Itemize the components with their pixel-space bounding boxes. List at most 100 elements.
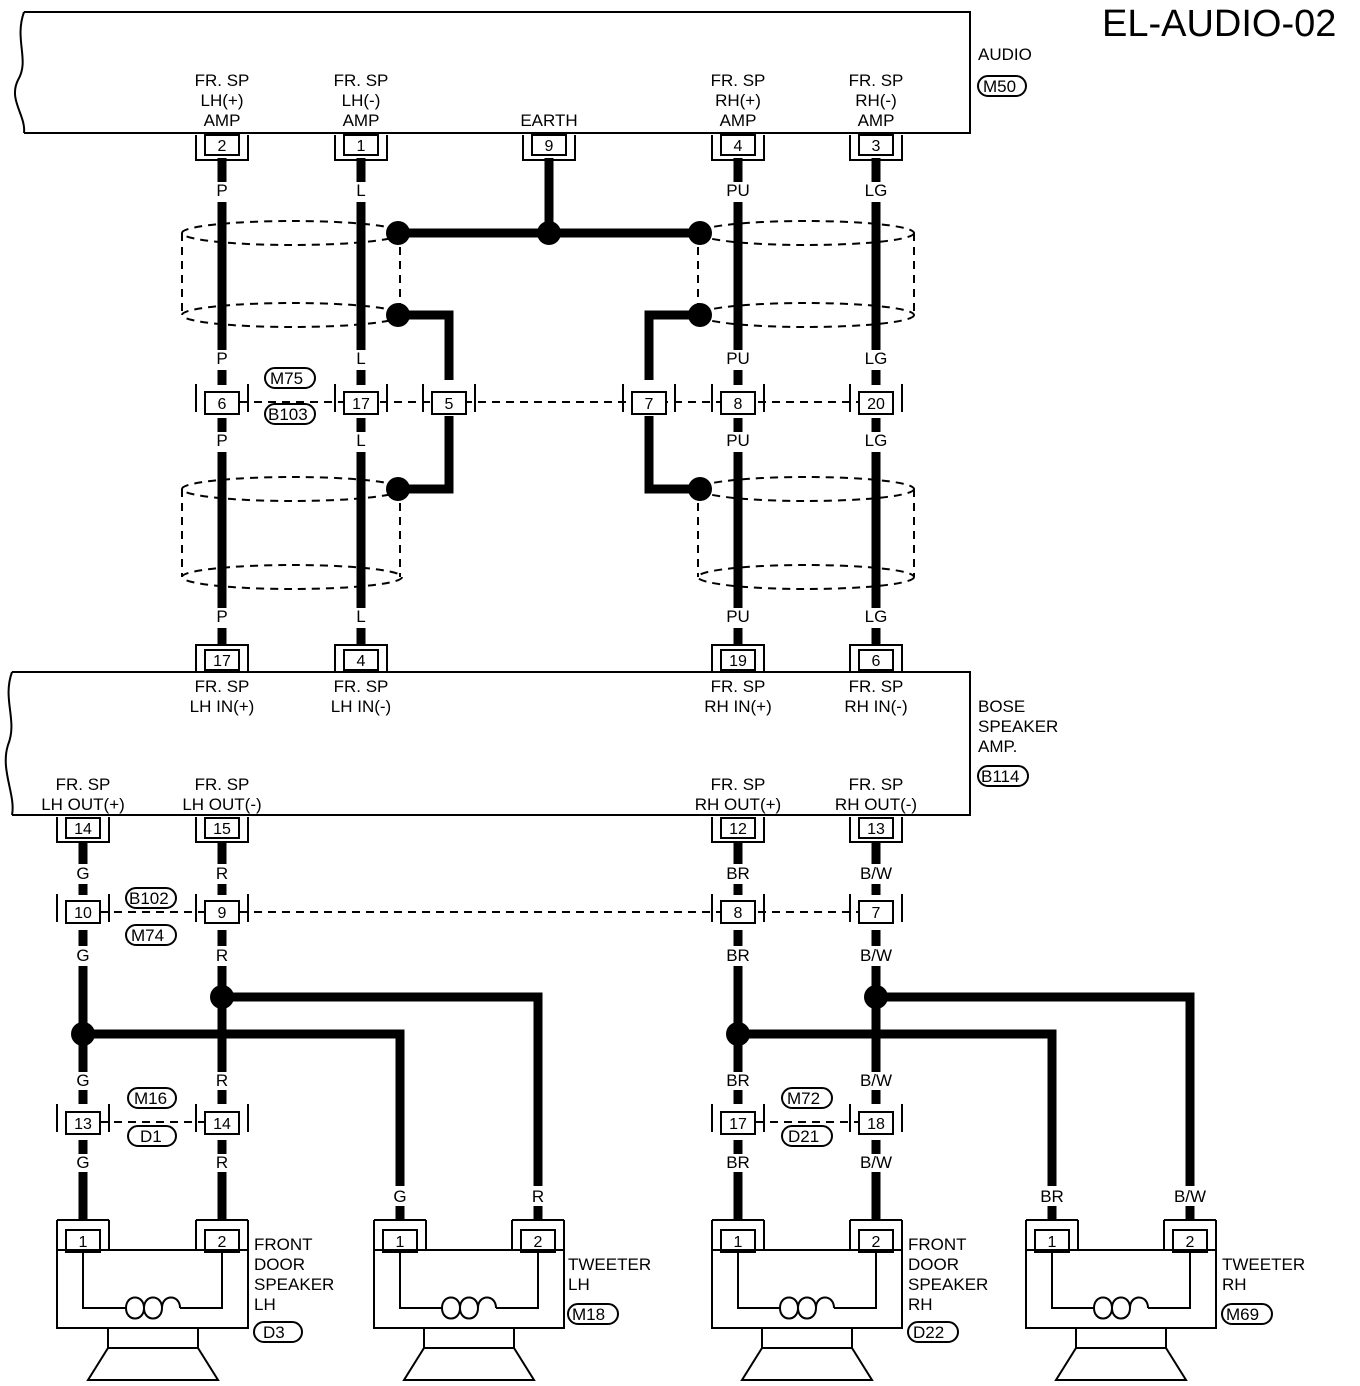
pin-number: 4	[734, 138, 743, 155]
pin-number: 17	[213, 653, 231, 670]
pin-number: 2	[872, 1234, 881, 1251]
wire-color-label: PU	[726, 181, 750, 200]
wire-color-label: R	[532, 1187, 544, 1206]
bose-input-connectors: 17 4 19 6	[195, 644, 903, 672]
speaker-name: SPEAKER	[908, 1275, 988, 1294]
pin-number: 5	[445, 396, 454, 413]
wire-color-label: LG	[865, 181, 888, 200]
wires-top	[217, 158, 881, 645]
bose-pin-label: FR. SP	[711, 677, 766, 696]
bose-pin-label: LH OUT(+)	[41, 795, 125, 814]
wire-color-label: BR	[726, 864, 750, 883]
speaker-name: TWEETER	[1222, 1255, 1305, 1274]
pin-number: 17	[352, 396, 370, 413]
junction-lh: 13 14 M16 D1	[56, 1087, 249, 1147]
connector-id: M72	[787, 1089, 820, 1108]
speaker-name: DOOR	[908, 1255, 959, 1274]
speaker-name: RH	[908, 1295, 933, 1314]
pin-number: 12	[729, 821, 747, 838]
wire-color-label: P	[216, 181, 227, 200]
bose-pin-label: FR. SP	[711, 775, 766, 794]
junction-2: 10 9 8 7 B102 M74	[56, 887, 903, 946]
connector-id: D21	[788, 1127, 819, 1146]
connector-id: B102	[129, 889, 169, 908]
pin-number: 9	[545, 138, 554, 155]
wire-color-label: R	[216, 1153, 228, 1172]
audio-connector-badge	[977, 75, 1027, 97]
audio-unit: AUDIO M50 FR. SP LH(+) AMP FR. SP LH(-) …	[14, 11, 1032, 134]
bose-pin-label: RH IN(-)	[844, 697, 907, 716]
pin-number: 7	[645, 396, 654, 413]
connector-id: D3	[263, 1323, 285, 1342]
front-door-speaker-lh: 1 2 FRONT DOOR SPEAKER LH D3	[56, 1219, 334, 1381]
pin-number: 2	[218, 138, 227, 155]
wire-color-label: B/W	[860, 864, 892, 883]
audio-pin-label: AMP	[858, 111, 895, 130]
connector-id: M74	[131, 926, 164, 945]
pin-number: 1	[79, 1234, 88, 1251]
bose-pin-label: FR. SP	[849, 775, 904, 794]
bose-pin-label: FR. SP	[195, 677, 250, 696]
pin-number: 13	[74, 1116, 92, 1133]
speaker-name: LH	[254, 1295, 276, 1314]
audio-pin-labels: FR. SP LH(+) AMP FR. SP LH(-) AMP EARTH …	[195, 71, 904, 130]
connector-id: M69	[1226, 1305, 1259, 1324]
wire-color-label: P	[216, 431, 227, 450]
audio-unit-name: AUDIO	[978, 45, 1032, 64]
junction-1: 6 17 5 7 8 20 M75 B103	[195, 367, 903, 425]
pin-number: 8	[734, 905, 743, 922]
wire-color-label: PU	[726, 431, 750, 450]
wire-color-labels-top: P L PU LG P L PU LG P L PU LG P L PU LG	[216, 181, 887, 626]
junction-rh: 17 18 M72 D21	[711, 1087, 903, 1147]
wire-color-label: PU	[726, 607, 750, 626]
bose-speaker-amp: BOSE SPEAKER AMP. B114 FR. SP LH IN(+) F…	[4, 671, 1058, 816]
wire-color-label: G	[76, 1071, 89, 1090]
wire-color-label: P	[216, 349, 227, 368]
pin-number: 18	[867, 1116, 885, 1133]
pin-number: 1	[1048, 1234, 1057, 1251]
pin-number: 20	[867, 396, 885, 413]
audio-pin-label: AMP	[343, 111, 380, 130]
wire-color-label: G	[393, 1187, 406, 1206]
wire-color-label: G	[76, 864, 89, 883]
bose-pin-label: FR. SP	[334, 677, 389, 696]
pin-number: 9	[218, 905, 227, 922]
audio-pin-connectors: 2 1 9 4 3	[195, 134, 903, 161]
bose-output-connectors: 14 15 12 13	[56, 817, 903, 843]
pin-number: 14	[213, 1116, 231, 1133]
wire-color-label: BR	[1040, 1187, 1064, 1206]
audio-pin-label: AMP	[204, 111, 241, 130]
speaker-name: FRONT	[254, 1235, 313, 1254]
wire-color-label: R	[216, 1071, 228, 1090]
speaker-name: FRONT	[908, 1235, 967, 1254]
wire-color-label: L	[356, 349, 365, 368]
wire-color-label: LG	[865, 607, 888, 626]
audio-pin-label: RH(-)	[855, 91, 897, 110]
bose-pin-label: RH OUT(-)	[835, 795, 917, 814]
speaker-name: RH	[1222, 1275, 1247, 1294]
pin-number: 6	[872, 653, 881, 670]
bose-connector-id: B114	[981, 767, 1019, 786]
audio-pin-label: RH(+)	[715, 91, 761, 110]
wire-color-label: R	[216, 946, 228, 965]
speaker-name: DOOR	[254, 1255, 305, 1274]
splice-dots-bottom	[71, 985, 888, 1046]
pin-number: 7	[872, 905, 881, 922]
wire-color-label: BR	[726, 946, 750, 965]
wire-color-label: B/W	[860, 1153, 892, 1172]
wire-color-label: B/W	[860, 1071, 892, 1090]
pin-number: 1	[396, 1234, 405, 1251]
wire-color-label: G	[76, 946, 89, 965]
wire-color-label: L	[356, 181, 365, 200]
bose-amp-name: SPEAKER	[978, 717, 1058, 736]
pin-number: 10	[74, 905, 92, 922]
bose-pin-label: FR. SP	[849, 677, 904, 696]
bose-pin-label: LH IN(-)	[331, 697, 391, 716]
pin-number: 2	[218, 1234, 227, 1251]
wire-color-label: G	[76, 1153, 89, 1172]
wire-color-label: P	[216, 607, 227, 626]
audio-pin-label: FR. SP	[195, 71, 250, 90]
tweeter-rh: 1 2 TWEETER RH M69	[1025, 1219, 1305, 1381]
wires-bottom	[78, 842, 1195, 1220]
audio-pin-label: LH(+)	[201, 91, 244, 110]
